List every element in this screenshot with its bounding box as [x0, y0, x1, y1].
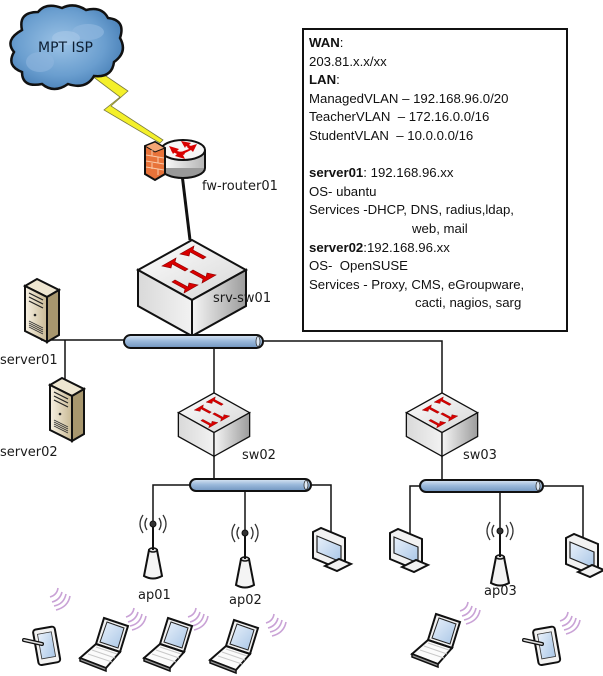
main-lan-bus: [123, 334, 264, 349]
link-monitor-sw03-left: [409, 485, 420, 535]
wifi-waves-icon: [459, 601, 481, 625]
core-switch-label: srv-sw01: [213, 291, 271, 306]
laptop-icon: [79, 617, 129, 672]
lan-heading-row: LAN:: [309, 71, 566, 90]
server02-label: server02: [0, 445, 58, 460]
wan-heading: WAN: [309, 35, 340, 50]
tablet-icon: [522, 624, 563, 668]
sw02-bus: [189, 478, 312, 492]
vlan-student: StudentVLAN – 10.0.0.0/16: [309, 127, 474, 143]
link-bus-sw03: [263, 340, 443, 395]
link-monitor-sw03-right: [543, 485, 584, 540]
server02-services: Services - Proxy, CMS, eGroupware,: [309, 276, 525, 292]
ap03-label: ap03: [484, 584, 517, 599]
link-router-switch: [180, 173, 192, 241]
tablet-icon: [22, 624, 63, 668]
server02-icon: [49, 377, 85, 442]
colon: :: [339, 35, 344, 50]
sw03-label: sw03: [463, 448, 497, 463]
core-switch-icon: [137, 239, 247, 337]
desktop-sw03-right-icon: [565, 533, 603, 578]
vlan-teacher: TeacherVLAN – 172.16.0.0/16: [309, 109, 490, 125]
wifi-waves-icon: [125, 607, 147, 631]
ap02-label: ap02: [229, 593, 262, 608]
desktop-sw03-left-icon: [389, 528, 429, 573]
server01-os: OS- ubantu: [309, 183, 377, 199]
wan-heading-row: WAN:: [309, 34, 566, 53]
ap01-label: ap01: [138, 588, 171, 603]
sw02-icon: [177, 392, 251, 457]
server01-services-cont: web, mail: [412, 220, 468, 236]
laptop-icon: [209, 619, 259, 674]
server01-services: Services -DHCP, DNS, radius,ldap,: [309, 202, 514, 218]
sw03-icon: [405, 392, 479, 457]
isp-cloud-icon: [9, 4, 125, 91]
spacer: [309, 146, 566, 165]
router-firewall-icon: [143, 139, 206, 182]
lan-heading: LAN: [309, 72, 337, 88]
sw02-label: sw02: [242, 448, 276, 463]
server02-services-cont: cacti, nagios, sarg: [415, 295, 522, 311]
wan-value: 203.81.x.x/xx: [309, 53, 387, 69]
sw03-bus: [419, 479, 544, 493]
server02-info-row: server02:192.168.96.xx: [309, 239, 566, 258]
wifi-waves-icon: [265, 613, 287, 637]
server01-label: server01: [0, 353, 58, 368]
link-ap01: [152, 484, 190, 540]
isp-cloud-label: MPT ISP: [38, 40, 93, 56]
link-monitor-sw02: [311, 484, 332, 533]
ap01-icon: [139, 514, 167, 580]
server01-info-row: server01: 192.168.96.xx: [309, 164, 566, 183]
server02-os: OS- OpenSUSE: [309, 258, 408, 274]
network-info-box: WAN: 203.81.x.x/xx LAN: ManagedVLAN – 19…: [302, 28, 568, 332]
server01-name: server01: [309, 165, 364, 181]
server02-name: server02: [309, 239, 364, 255]
wifi-waves-icon: [559, 611, 581, 635]
ap02-icon: [231, 523, 259, 589]
vlan-managed: ManagedVLAN – 192.168.96.0/20: [309, 90, 509, 106]
server02-ip: :192.168.96.xx: [363, 239, 450, 255]
laptop-icon: [143, 617, 193, 672]
router-label: fw-router01: [202, 179, 278, 194]
server01-icon: [24, 278, 60, 343]
laptop-icon: [411, 613, 461, 668]
desktop-sw02-icon: [312, 527, 352, 572]
wifi-waves-icon: [49, 587, 71, 611]
colon: :: [336, 72, 340, 88]
ap03-icon: [486, 521, 514, 587]
server01-ip: : 192.168.96.xx: [363, 165, 454, 181]
